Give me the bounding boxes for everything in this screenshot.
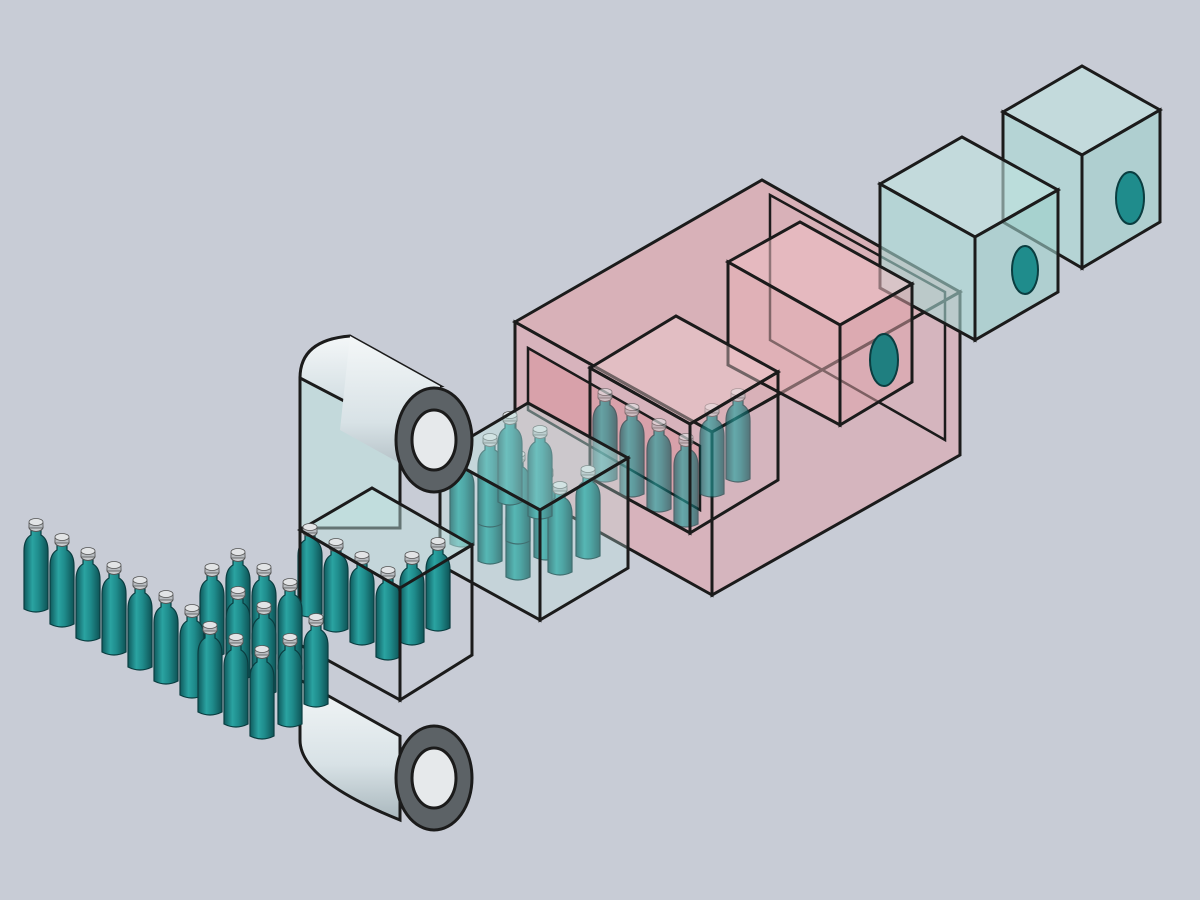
film-roll-bottom	[298, 677, 474, 832]
wrapped-pack	[436, 401, 632, 623]
pack-entering-tunnel	[587, 314, 782, 536]
bottle-infeed	[23, 517, 329, 740]
film-roll-top	[298, 334, 474, 530]
shrunk-pack-1	[876, 135, 1062, 343]
pack-in-tunnel	[724, 220, 916, 428]
